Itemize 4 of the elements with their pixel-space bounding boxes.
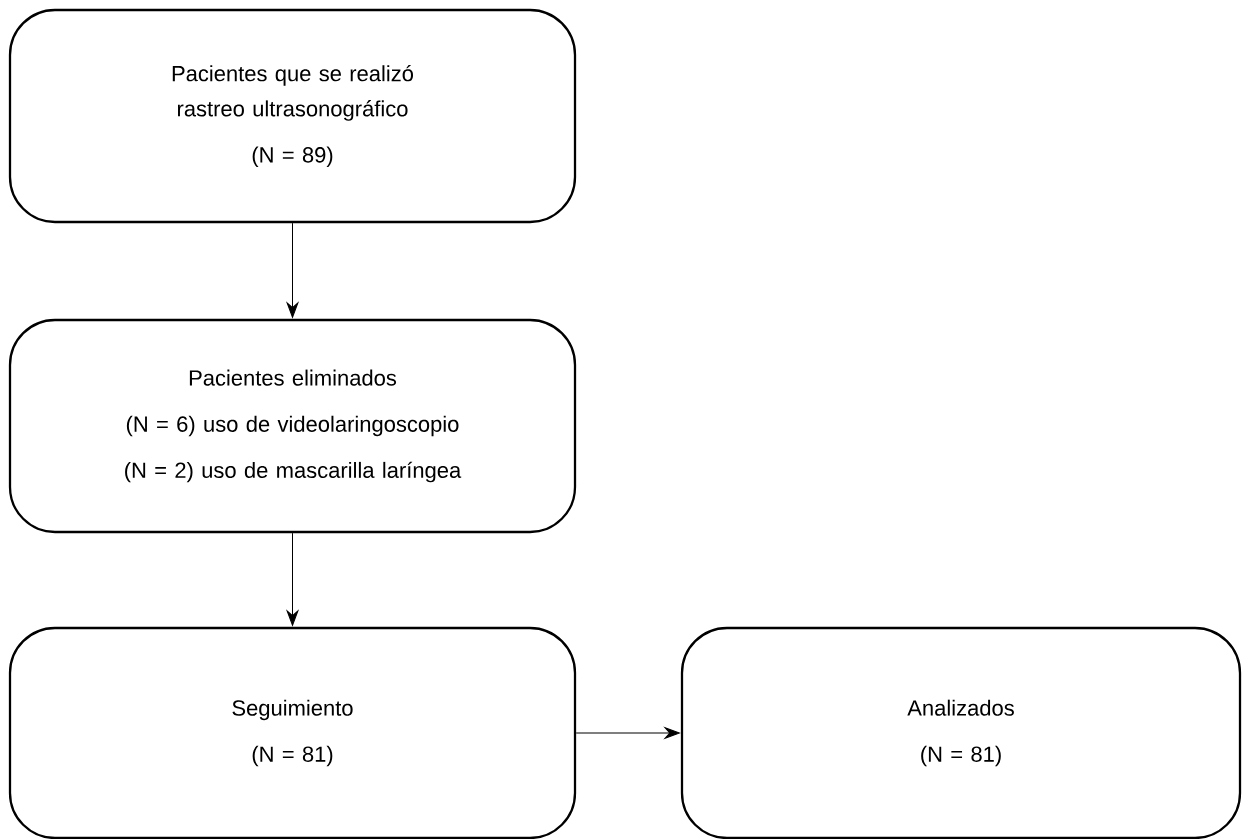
process-box: Analizados (N = 81) <box>680 626 1242 839</box>
process-box: Pacientes eliminados (N = 6) uso de videolaringoscopio (N = 2) uso de mascarilla laríngea <box>8 318 577 534</box>
process-box: Seguimiento (N = 81) <box>8 626 577 839</box>
process-box: Pacientes que se realizó rastreo ultrasonográfico (N = 89) <box>8 8 577 224</box>
